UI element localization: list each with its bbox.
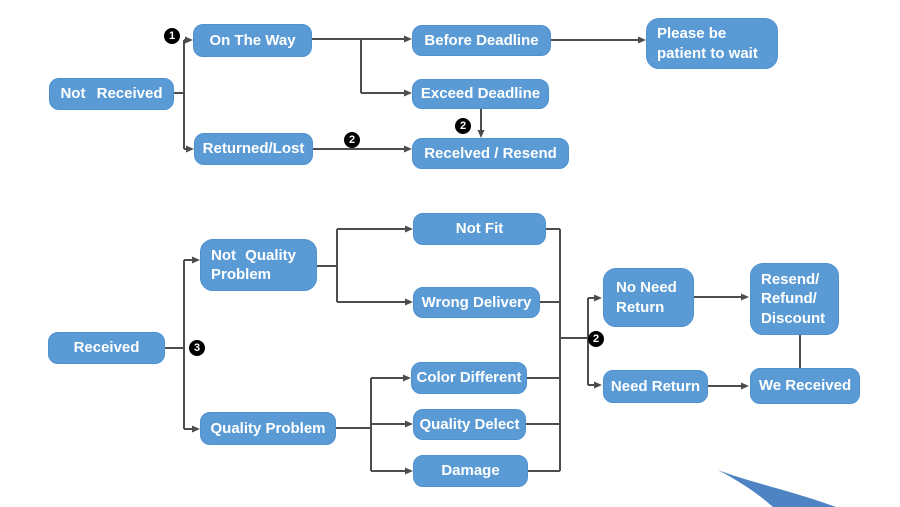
node-received-resend: Recelved / Resend xyxy=(412,138,569,169)
node-resend-refund-discount: Resend/ Refund/ Discount xyxy=(750,263,839,335)
step-marker-2-returned: 2 xyxy=(344,132,360,148)
node-we-received: We Received xyxy=(750,368,860,404)
node-please-wait: Please be patient to wait xyxy=(646,18,778,69)
node-not-received: Not Received xyxy=(49,78,174,110)
node-damage: Damage xyxy=(413,455,528,487)
step-marker-2-merge: 2 xyxy=(588,331,604,347)
node-on-the-way: On The Way xyxy=(193,24,312,57)
node-not-quality-problem: Not Quality Problem xyxy=(200,239,317,291)
step-marker-1: 1 xyxy=(164,28,180,44)
node-quality-delect: Quality Delect xyxy=(413,409,526,440)
swoosh-decoration xyxy=(718,470,836,507)
step-marker-2-exceed: 2 xyxy=(455,118,471,134)
node-not-fit: Not Fit xyxy=(413,213,546,245)
node-before-deadline: Before Deadline xyxy=(412,25,551,56)
node-wrong-delivery: Wrong Delivery xyxy=(413,287,540,318)
node-quality-problem: Quality Problem xyxy=(200,412,336,445)
node-returned-lost: Returned/Lost xyxy=(194,133,313,165)
node-need-return: Need Return xyxy=(603,370,708,403)
node-received: Received xyxy=(48,332,165,364)
node-no-need-return: No Need Return xyxy=(603,268,694,327)
node-exceed-deadline: Exceed Deadline xyxy=(412,79,549,109)
node-color-different: Color Different xyxy=(411,362,527,394)
step-marker-3: 3 xyxy=(189,340,205,356)
